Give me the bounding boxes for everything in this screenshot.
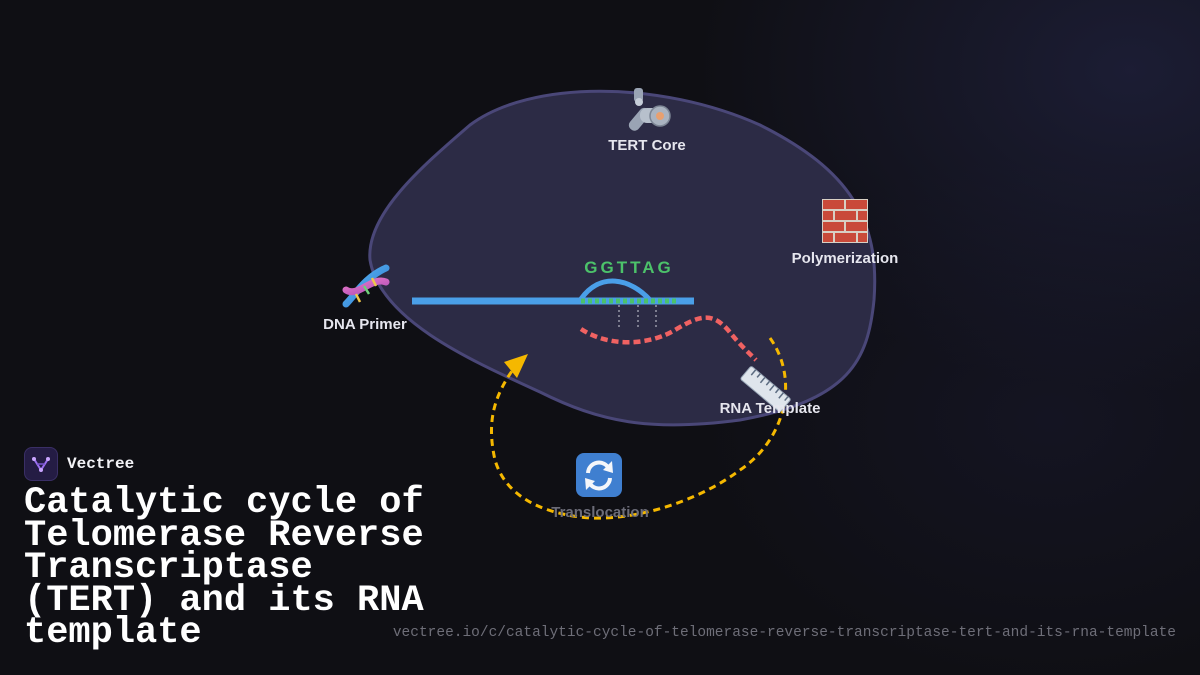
rna-template-label: RNA Template bbox=[719, 400, 821, 417]
dna-primer-loop bbox=[578, 278, 652, 302]
mechanical-arm-icon bbox=[628, 88, 671, 131]
tert-enzyme-body bbox=[368, 89, 877, 427]
vectree-logo-icon bbox=[24, 447, 58, 481]
brand-name: Vectree bbox=[67, 455, 135, 473]
translocation-cycle-arrow bbox=[489, 337, 787, 520]
tert-core-label: TERT Core bbox=[608, 137, 686, 154]
source-url: vectree.io/c/catalytic-cycle-of-telomera… bbox=[392, 625, 1176, 641]
cycle-arrowhead-icon bbox=[504, 354, 528, 378]
page-title: Catalytic cycle of Telomerase Reverse Tr… bbox=[24, 482, 424, 654]
polymerization-label: Polymerization bbox=[791, 250, 899, 267]
synthesized-sequence: GGTTAG bbox=[584, 258, 673, 277]
ruler-icon bbox=[740, 366, 791, 413]
dna-primer-label: DNA Primer bbox=[323, 316, 407, 333]
translocation-label: Translocation bbox=[551, 504, 649, 521]
rna-template-strand bbox=[579, 315, 758, 362]
brick-icon bbox=[822, 199, 868, 243]
brand: Vectree bbox=[24, 447, 134, 481]
dna-icon bbox=[342, 264, 390, 308]
cycle-arrows-icon bbox=[576, 453, 622, 497]
